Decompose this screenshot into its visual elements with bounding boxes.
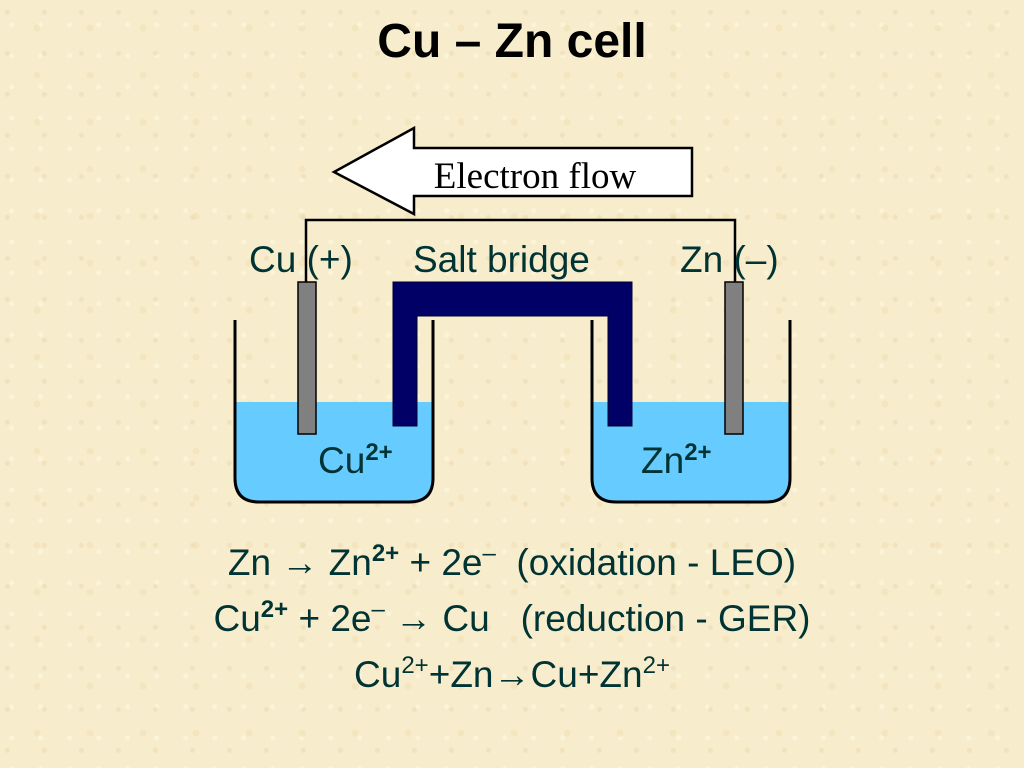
left-beaker: [233, 320, 435, 504]
reduction-equation: Cu2+ + 2e– → Cu (reduction - GER): [213, 596, 811, 640]
external-wire: [304, 218, 737, 290]
overall-equation: Cu2++Zn→Cu+Zn2+: [354, 652, 670, 696]
left-solution: [235, 402, 433, 502]
salt-bridge: [392, 281, 633, 427]
slide-title: Cu – Zn cell: [377, 15, 647, 68]
copper-ion-label: Cu2+: [318, 439, 393, 481]
zinc-ion-label: Zn2+: [641, 439, 712, 481]
zinc-electrode: [724, 281, 744, 435]
oxidation-equation: Zn → Zn2+ + 2e– (oxidation - LEO): [227, 540, 797, 584]
cathode-label: Cu (+): [249, 239, 353, 280]
electron-flow-label: Electron flow: [434, 156, 637, 197]
anode-label: Zn (–): [680, 239, 779, 280]
electron-flow-arrow: Electron flow: [331, 125, 694, 217]
salt-bridge-label: Salt bridge: [413, 239, 590, 280]
copper-electrode: [297, 281, 317, 435]
